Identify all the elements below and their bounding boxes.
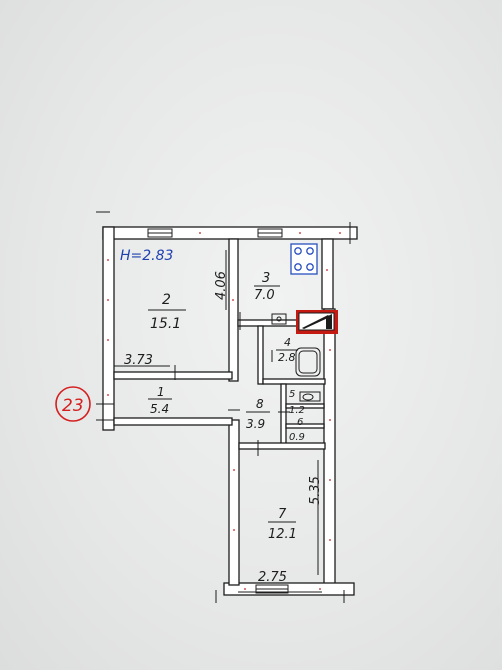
room-number: 8 <box>256 397 264 411</box>
room-area: 12.1 <box>268 527 297 542</box>
room-area: 0.9 <box>289 432 305 443</box>
apartment-number: 23 <box>62 396 84 416</box>
room-area: 15.1 <box>150 316 181 332</box>
room-4-label: 4 2.8 <box>276 336 298 364</box>
dim-5-35: 5.35 <box>308 476 323 505</box>
dimension-ticks <box>114 250 322 593</box>
room-number: 1 <box>157 385 165 399</box>
room-1-label: 1 5.4 <box>148 385 172 416</box>
sink <box>271 313 287 325</box>
room-number: 3 <box>262 271 270 286</box>
room-3-label: 3 7.0 <box>254 271 280 303</box>
door-openings <box>96 211 351 603</box>
toilet <box>299 391 321 402</box>
room-area: 3.9 <box>246 417 265 431</box>
ceiling-height-label: H=2.83 <box>120 248 173 264</box>
room-7-label: 7 12.1 <box>268 507 297 542</box>
room-area: 1.2 <box>289 405 305 416</box>
room-area: 5.4 <box>150 402 169 416</box>
room-8-label: 8 3.9 <box>246 397 270 431</box>
room-area: 7.0 <box>254 288 275 303</box>
dim-4-06: 4.06 <box>214 271 229 300</box>
bathtub <box>295 347 321 377</box>
room-number: 5 <box>289 389 295 400</box>
chimney-icon <box>296 310 338 334</box>
apartment-stamp <box>55 386 91 422</box>
windows <box>147 228 289 594</box>
room-number: 4 <box>284 336 291 349</box>
room-number: 2 <box>162 292 171 308</box>
room-area: 2.8 <box>278 351 296 364</box>
room-number: 6 <box>297 417 303 428</box>
room-5-label: 5 1.2 <box>289 389 305 416</box>
dim-3-73: 3.73 <box>124 353 153 368</box>
dim-2-75: 2.75 <box>258 570 287 585</box>
room-number: 7 <box>278 507 287 522</box>
room-2-label: 2 15.1 <box>148 292 186 332</box>
room-6-label: 6 0.9 <box>289 417 310 443</box>
walls <box>102 226 358 596</box>
stove-icon <box>290 243 318 275</box>
